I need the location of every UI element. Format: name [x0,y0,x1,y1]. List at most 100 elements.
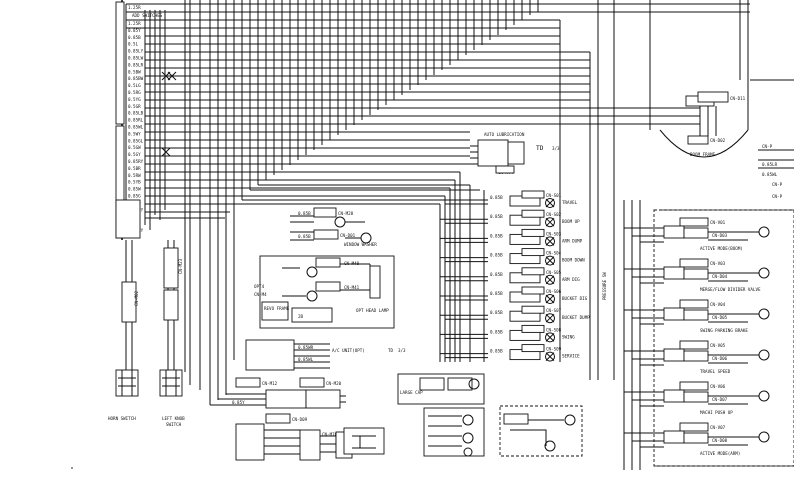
svg-text:0.85Y: 0.85Y [232,400,245,405]
solenoid-connector-label: CN-S03 [546,231,562,236]
cn-m02-label: CN-M02 [134,290,139,306]
svg-text:CN-P: CN-P [772,194,783,199]
solenoid-connector-label: CN-S01 [546,193,562,198]
wire-label: 0.5LG [128,83,141,88]
large-cap-label: LARGE CAP [400,390,423,395]
wire-label: 0.85W [128,187,141,192]
wire-label: 0.85B [128,35,141,40]
solenoid-wire-label: 0.85B [490,253,503,258]
solenoid-connector-label: CN-S02 [546,212,562,217]
wire-label: 0.85GL [128,138,144,143]
wire-label: 0.5BW [128,69,141,74]
wire-label: 0.85RY [128,159,144,164]
wire-label: 0.5RG [128,90,141,95]
solenoid-name: BOOM UP [562,219,580,224]
td-1-frac: 3/3 [552,146,560,151]
valve-connector-2: CN-D06 [712,356,728,361]
cn-m12-group: CN-M12 CN-M20 0.85Y [210,377,346,409]
solenoid-connector-label: CN-S04 [546,251,562,256]
td-1-label: TD [536,145,544,152]
wire-label: 0.5GW [128,145,141,150]
valve-connector-2: CN-D05 [712,315,728,320]
left-knob-group: CN-M23 LEFT KNOB SWITCH [159,240,185,427]
cn-d09-label: CN-D09 [292,417,308,422]
solenoid-name: ARM DIG [562,277,580,282]
lower-left-strip [115,125,141,239]
solenoid-wire-label: 0.85B [490,214,503,219]
wire-label: 0.5GY [128,152,141,157]
solenoid-wire-label: 0.85B [490,195,503,200]
valve-name: ACTIVE MODE(BOOM) [700,246,743,251]
auto-lubrication-group: AUTO LUBRICATION TD 3/3 CN-M44 [470,132,560,175]
valve-connector-1: CN-V07 [710,425,726,430]
opt-head-lamp-group: OPT4 CN-M4 CN-M40 CN-M41 REVO FRAME 2B O… [254,255,395,329]
wire-label: 0.5GR [128,104,141,109]
cn-d09-group: CN-D09 CN-M70 [235,413,353,461]
horizontal-wires [126,3,600,219]
wire-label: 0.85LW [128,56,144,61]
solenoid-connector-label: CN-S06 [546,289,562,294]
valve-connector-1: CN-V06 [710,384,726,389]
valve-connector-2: CN-D04 [712,274,728,279]
solenoid-wire-label: 0.85B [490,349,503,354]
wire-label: 0.85RL [128,118,144,123]
ac-unit-label: A/C UNIT(OPT) [332,348,365,353]
solenoid-name: ARM DUMP [562,238,583,243]
solenoid-connector-label: CN-S05 [546,270,562,275]
svg-text:1.25R: 1.25R [128,5,141,10]
ac-unit-group: 0.85WR 0.85WL A/C UNIT(OPT) TD 3/3 [245,339,406,371]
solenoid-wire-label: 0.85B [490,272,503,277]
auto-lubrication-label: AUTO LUBRICATION [484,132,525,137]
valve-name: MACHI PUSH UP [700,410,733,415]
solenoid-name: BUCKET DIG [562,296,588,301]
horn-switch-group: CN-M02 HORN SWITCH [108,240,139,421]
valve-name: TRAVEL SPEED [700,369,731,374]
solenoid-name: SERVICE [562,354,580,359]
solenoid-wire-label: 0.85B [490,291,503,296]
solenoid-name: SWING [562,334,575,339]
large-cap-group: LARGE CAP [397,373,485,457]
svg-text:0.85LR: 0.85LR [762,162,778,167]
cn-m20-label: CN-M20 [326,381,342,386]
wire-label: 1.25R [128,21,141,26]
cross-marks [161,71,177,157]
svg-text:0.85B: 0.85B [298,234,311,239]
wire-label: 0.5YG [128,97,141,102]
svg-text:0.85WL: 0.85WL [298,357,314,362]
cn-m4-label: CN-M4 [254,292,267,297]
pressure-sw-label: PRESSURE SW [602,272,607,300]
wire-label: 0.5BR [128,166,141,171]
valve-connector-2: CN-D08 [712,438,728,443]
opt-head-lamp-label: OPT HEAD LAMP [356,308,389,313]
cn-m41-label: CN-M41 [344,285,360,290]
solenoid-name: BUCKET DUMP [562,315,590,320]
window-washer-group: CN-M28 CN-D01 0.85B 0.85B WINDOW WASHER [290,207,377,247]
solenoid-connector-label: CN-S07 [546,308,562,313]
cn-m70-label: CN-M70 [322,432,338,437]
svg-text:SWITCH: SWITCH [166,422,182,427]
wire-label: 0.85LY [128,49,144,54]
cn-d02-label: CN-D02 [710,138,726,143]
wire-label: 0.5YB [128,180,141,185]
solenoid-name: BOOM DOWN [562,258,585,263]
valve-name: SWING PARKING BRAKE [700,328,748,333]
cn-d01-label: CN-D01 [340,233,356,238]
cn-m23-label: CN-M23 [178,258,183,274]
svg-text:2B: 2B [298,314,304,319]
boom-frame-group: BOOM FRAME CN-D11 CN-D02 CN-P 0.85LR 0.8… [600,0,794,199]
wire-label: 0.85LR [128,62,144,67]
boom-frame-label: BOOM FRAME [690,152,716,157]
pto-group [343,405,583,457]
